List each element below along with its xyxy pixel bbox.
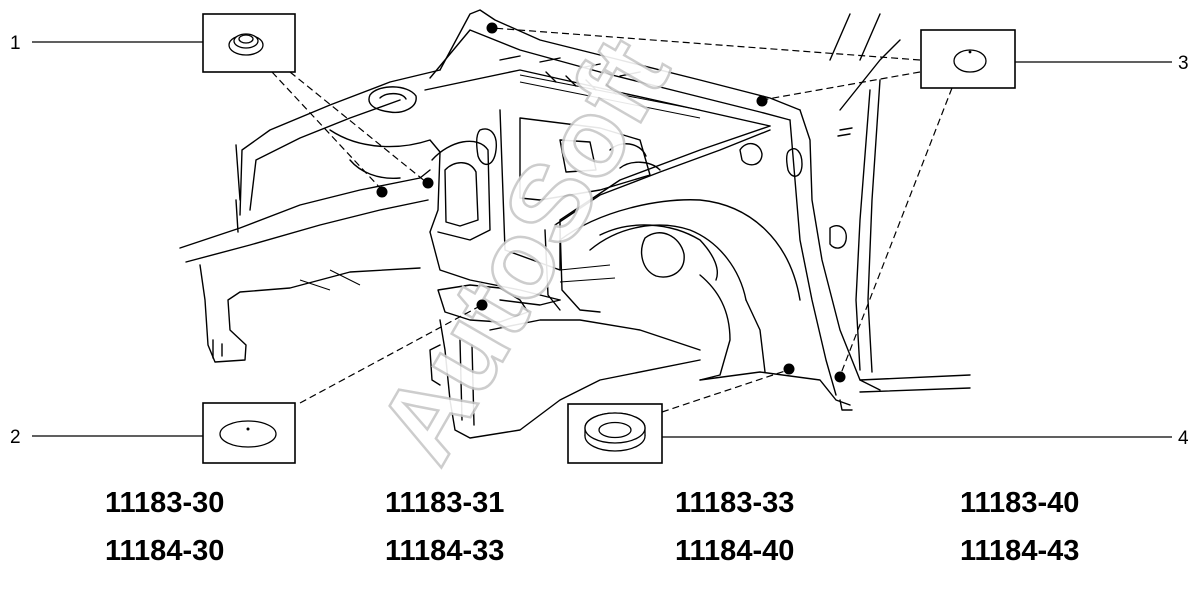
part-code: 11184-43 xyxy=(960,535,1079,567)
callout-number-4: 4 xyxy=(1178,428,1189,449)
part-code: 11184-40 xyxy=(675,535,794,567)
attachment-point xyxy=(834,371,846,383)
stepped-grommet-icon xyxy=(228,33,264,56)
callout-2: 2 xyxy=(10,402,296,464)
part-code: 11183-40 xyxy=(960,487,1079,519)
part-code-table: 11183-30 11183-31 11183-33 11183-40 1118… xyxy=(105,487,1079,567)
attachment-point xyxy=(486,22,498,34)
dome-plug-icon xyxy=(953,49,987,73)
callout-1: 1 xyxy=(10,13,296,73)
part-code: 11184-33 xyxy=(385,535,504,567)
large-grommet-icon xyxy=(584,412,646,452)
attachment-point xyxy=(756,95,768,107)
callout-number-3: 3 xyxy=(1178,53,1189,74)
callout-number-1: 1 xyxy=(10,33,21,54)
attachment-points xyxy=(376,22,846,383)
attachment-point xyxy=(376,186,388,198)
callout-3: 3 xyxy=(920,29,1189,89)
part-code: 11183-30 xyxy=(105,487,224,519)
attachment-point xyxy=(783,363,795,375)
flat-plug-icon xyxy=(219,420,277,448)
leader-lines xyxy=(271,27,953,413)
part-code: 11183-33 xyxy=(675,487,794,519)
vehicle-body-drawing xyxy=(179,9,971,439)
attachment-point xyxy=(476,299,488,311)
attachment-point xyxy=(422,177,434,189)
callout-4: 4 xyxy=(567,403,1189,464)
part-code: 11184-30 xyxy=(105,535,224,567)
part-code: 11183-31 xyxy=(385,487,504,519)
callout-number-2: 2 xyxy=(10,427,21,448)
